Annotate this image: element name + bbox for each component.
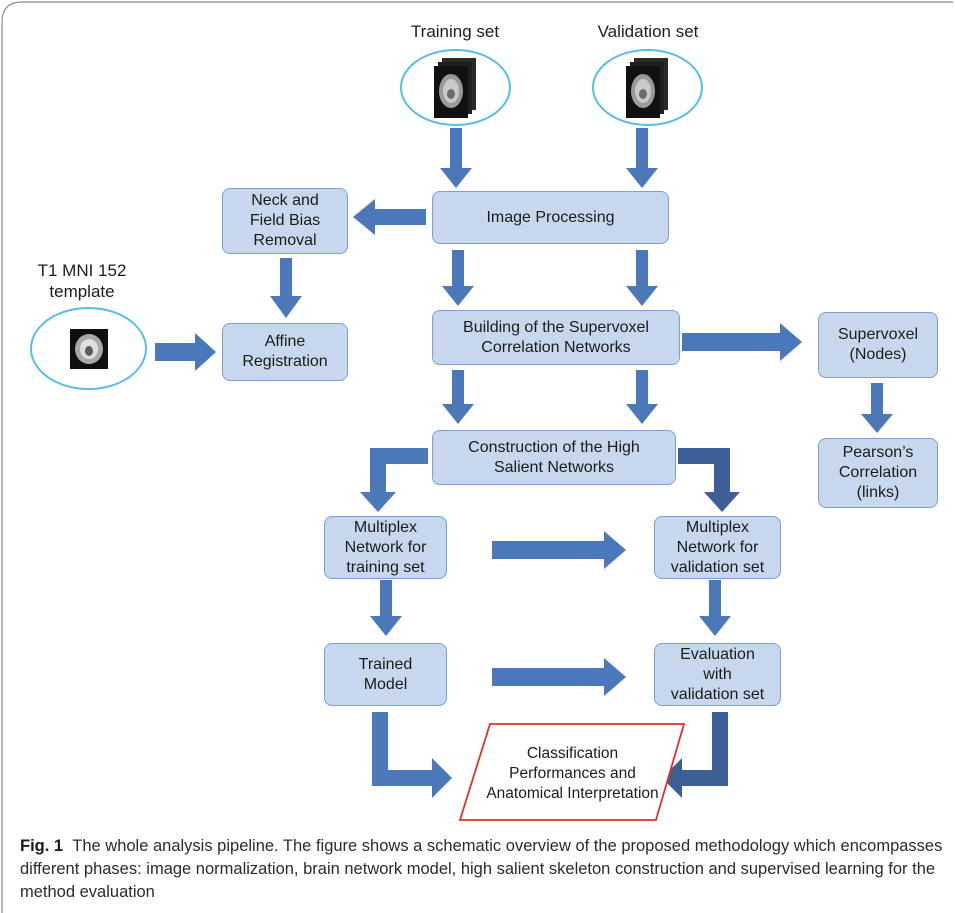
template-brain-icon	[70, 329, 108, 369]
multiplex-training-label: Multiplex Network for training set	[344, 518, 427, 576]
arrow-processing-to-supervoxel-right	[626, 250, 658, 306]
pearson-correlation-label: Pearson’s Correlation (links)	[838, 444, 918, 501]
arrow-supervoxel-to-salient-left	[442, 370, 474, 424]
arrow-template-to-affine	[155, 333, 216, 371]
arrow-multiplex-to-model	[370, 580, 402, 636]
supervoxel-nodes-label: Supervoxel (Nodes)	[837, 326, 919, 363]
affine-registration-label: Affine Registration	[242, 333, 328, 370]
affine-registration-box: Affine Registration	[222, 323, 348, 381]
high-salient-networks-box: Construction of the High Salient Network…	[432, 430, 676, 485]
arrow-model-to-classification	[372, 712, 452, 798]
supervoxel-networks-label: Building of the Supervoxel Correlation N…	[463, 318, 649, 356]
image-processing-label: Image Processing	[486, 208, 615, 226]
validation-brain-stack-icon	[626, 58, 668, 118]
classification-parallelogram	[458, 723, 686, 821]
multiplex-validation-label: Multiplex Network for validation set	[670, 518, 765, 576]
multiplex-training-box: Multiplex Network for training set	[324, 516, 447, 579]
training-set-label: Training set	[410, 22, 500, 41]
arrow-training-to-validation	[492, 531, 626, 569]
supervoxel-networks-box: Building of the Supervoxel Correlation N…	[432, 310, 680, 365]
arrow-supervoxel-to-salient-right	[626, 370, 658, 424]
arrow-validation-to-processing	[626, 128, 658, 188]
arrow-nodes-to-pearson	[861, 383, 893, 433]
supervoxel-nodes-box: Supervoxel (Nodes)	[818, 312, 938, 378]
arrow-networks-to-nodes	[682, 323, 802, 361]
arrow-processing-to-supervoxel-left	[442, 250, 474, 306]
caption-text: The whole analysis pipeline. The figure …	[20, 837, 943, 901]
figure-caption: Fig. 1 The whole analysis pipeline. The …	[20, 835, 945, 904]
arrow-model-to-evaluation	[492, 658, 626, 696]
arrow-neck-to-affine	[270, 258, 302, 318]
validation-set-label: Validation set	[597, 22, 699, 41]
high-salient-networks-label: Construction of the High Salient Network…	[468, 438, 640, 476]
arrow-salient-to-multiplex-validation	[678, 448, 740, 512]
arrow-multiplex-to-evaluation	[699, 580, 731, 636]
image-processing-box: Image Processing	[432, 191, 669, 244]
evaluation-box: Evaluation with validation set	[654, 643, 781, 706]
arrow-training-to-processing	[440, 128, 472, 188]
training-brain-stack-icon	[434, 58, 476, 118]
trained-model-label: Trained Model	[358, 655, 413, 693]
classification-label: Classification Performances and Anatomic…	[486, 745, 659, 802]
arrow-salient-to-multiplex-training	[360, 448, 428, 512]
neck-field-bias-box: Neck and Field Bias Removal	[222, 188, 348, 254]
arrow-evaluation-to-classification	[662, 712, 728, 798]
evaluation-label: Evaluation with validation set	[670, 645, 765, 703]
pearson-correlation-box: Pearson’s Correlation (links)	[818, 438, 938, 508]
template-label: T1 MNI 152 template	[37, 261, 127, 301]
arrow-processing-to-neck	[353, 199, 426, 235]
neck-field-bias-label: Neck and Field Bias Removal	[249, 192, 321, 249]
multiplex-validation-box: Multiplex Network for validation set	[654, 516, 781, 579]
caption-label: Fig. 1	[20, 837, 64, 855]
trained-model-box: Trained Model	[324, 643, 447, 706]
